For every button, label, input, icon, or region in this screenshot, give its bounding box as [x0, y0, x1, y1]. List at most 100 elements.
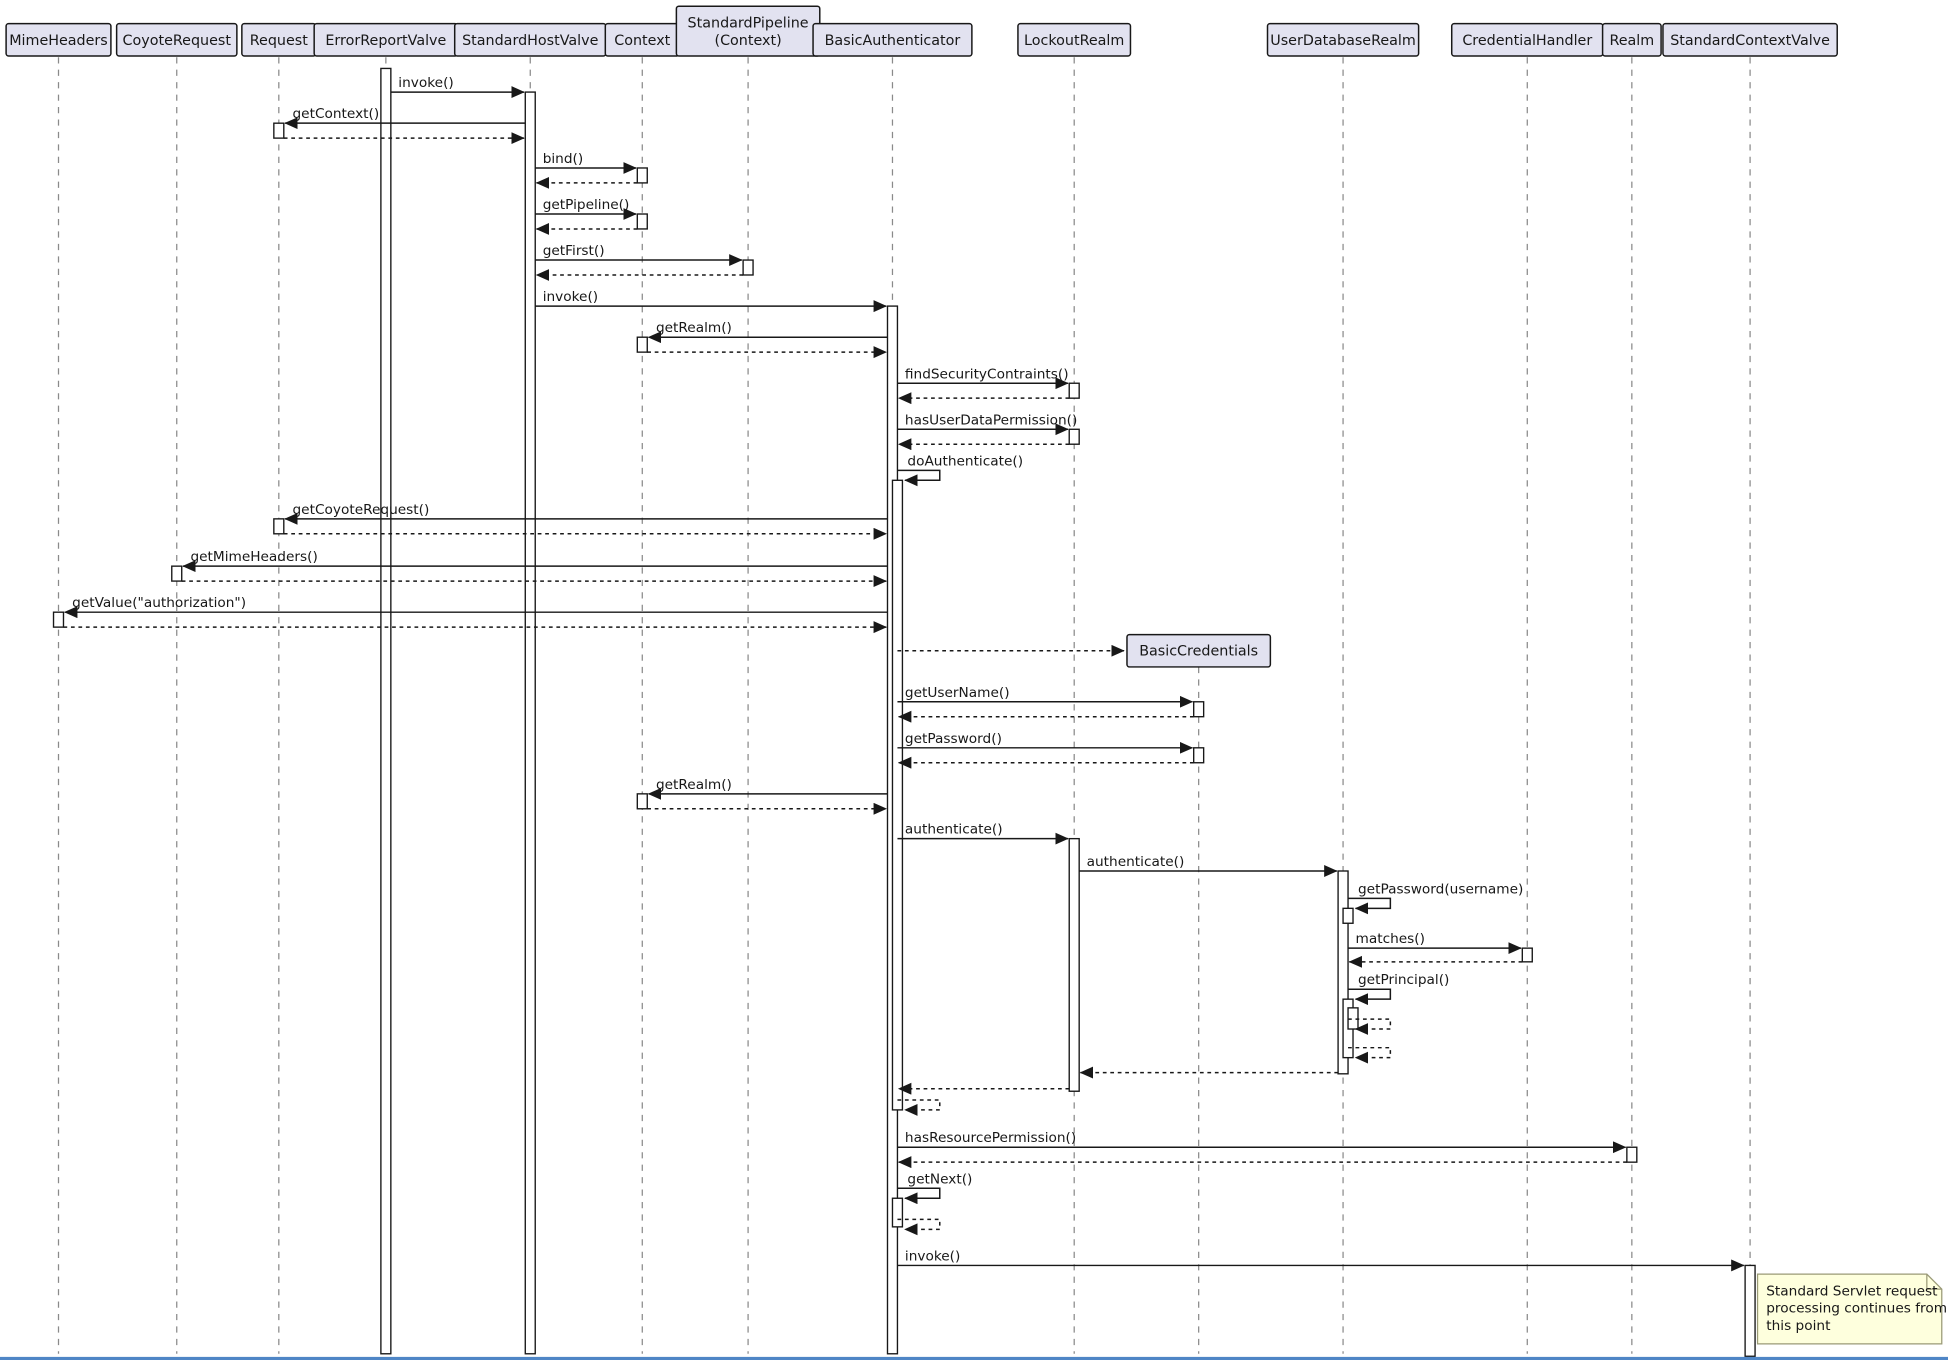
self-return-arrow: [1348, 1018, 1392, 1035]
message-getpassword-username: getPassword(username): [1348, 881, 1523, 915]
participant-label: StandardContextValve: [1670, 33, 1830, 49]
participant-CoyoteRequest: CoyoteRequest: [115, 22, 238, 57]
activation-bar-CoyoteRequest: [171, 565, 183, 582]
participant-label: BasicAuthenticator: [825, 33, 961, 49]
activation-bar-BasicCredentials: [1193, 747, 1205, 764]
participant-label: MimeHeaders: [9, 33, 108, 49]
activation-bar-Realm: [1626, 1146, 1638, 1163]
self-call-arrow: [1348, 897, 1392, 915]
participant-ErrorReportValve: ErrorReportValve: [313, 22, 459, 57]
self-return-arrow: [897, 1218, 941, 1236]
activation-bar-ErrorReportValve: [380, 67, 392, 1355]
activation-bar-Request: [273, 518, 285, 535]
message-label: invoke(): [398, 75, 453, 91]
message-getpipeline: getPipeline(): [535, 197, 637, 220]
message-label: hasResourcePermission(): [905, 1130, 1076, 1146]
message-label: hasUserDataPermission(): [905, 412, 1077, 428]
participant-label: UserDatabaseRealm: [1270, 33, 1416, 49]
participant-BasicAuthenticator-box: [812, 22, 973, 57]
participant-LockoutRealm-box: [1017, 22, 1132, 57]
message-self_return: [1348, 1046, 1392, 1064]
self-return-arrow: [897, 1099, 941, 1116]
participant-label: StandardPipeline: [688, 15, 809, 31]
message-label: authenticate(): [905, 822, 1003, 838]
message-label: bind(): [543, 151, 584, 167]
participant-Realm: Realm: [1601, 22, 1662, 57]
participant-UserDatabaseRealm-box: [1266, 22, 1420, 57]
message-label: getPrincipal(): [1358, 972, 1449, 988]
participant-MimeHeaders: MimeHeaders: [5, 22, 112, 57]
participant-label: Realm: [1609, 33, 1654, 49]
message-label: getCoyoteRequest(): [293, 502, 430, 518]
message-self_return: [897, 1218, 941, 1236]
message-getusername: getUserName(): [897, 685, 1194, 708]
participant-StandardPipeline: StandardPipeline (Context): [675, 5, 821, 57]
note-text: Standard Servlet request: [1766, 1283, 1938, 1299]
activation-bar-MimeHeaders: [52, 611, 65, 628]
message-label: getPassword(): [905, 731, 1002, 747]
activation-bar-Context: [636, 213, 648, 230]
activation-bar-UserDatabaseRealm: [1337, 870, 1349, 1075]
participant-MimeHeaders-box: [5, 22, 112, 57]
note-text: this point: [1766, 1318, 1831, 1334]
message-getpassword: getPassword(): [897, 731, 1194, 754]
participant-UserDatabaseRealm: UserDatabaseRealm: [1266, 22, 1420, 57]
activation-bar-BasicCredentials: [1193, 701, 1205, 718]
message-label: getPassword(username): [1358, 881, 1523, 897]
participant-label: CoyoteRequest: [123, 33, 232, 49]
message-label: invoke(): [905, 1248, 960, 1264]
activation-bar-LockoutRealm: [1068, 382, 1080, 399]
self-call-arrow: [897, 1187, 941, 1205]
message-label: getMimeHeaders(): [190, 549, 317, 565]
message-getrealm: getRealm(): [647, 777, 888, 800]
participant-Context: Context: [604, 22, 680, 57]
self-call-arrow: [1348, 988, 1392, 1006]
message-getnext: getNext(): [897, 1171, 972, 1205]
activation-bar-StandardContextValve: [1744, 1264, 1756, 1357]
activation-bar-StandardPipeline: [742, 259, 754, 276]
participant-Request: Request: [241, 22, 317, 57]
message-label: getFirst(): [543, 243, 605, 259]
participant-CredentialHandler: CredentialHandler: [1450, 22, 1604, 57]
participant-Realm-box: [1601, 22, 1662, 57]
message-label: getRealm(): [656, 777, 732, 793]
message-matches: matches(): [1348, 931, 1522, 955]
self-return-arrow: [1348, 1046, 1392, 1064]
message-label: doAuthenticate(): [907, 453, 1023, 469]
bottom-edge: [0, 1356, 1948, 1360]
activation-bar-UserDatabaseRealm: [1342, 907, 1354, 924]
message-label: getPipeline(): [543, 197, 630, 213]
self-call-arrow: [897, 469, 941, 487]
message-doauthenticate: doAuthenticate(): [897, 453, 1023, 487]
message-label: getValue("authorization"): [72, 595, 246, 611]
message-authenticate: authenticate(): [897, 822, 1069, 845]
activation-bar-Request: [273, 122, 285, 139]
message-label: authenticate(): [1087, 854, 1185, 870]
message-hasresourcepermission: hasResourcePermission(): [897, 1130, 1627, 1154]
message-getcontext: getContext(): [284, 106, 526, 130]
participant-label: (Context): [714, 33, 781, 49]
message-label: matches(): [1356, 931, 1425, 947]
participant-label: Request: [250, 33, 308, 49]
message-getprincipal: getPrincipal(): [1348, 972, 1449, 1006]
message-invoke: invoke(): [897, 1248, 1745, 1272]
participant-StandardContextValve: StandardContextValve: [1662, 22, 1838, 57]
message-hasuserdatapermission: hasUserDataPermission(): [897, 412, 1077, 436]
message-label: findSecurityContraints(): [905, 366, 1069, 382]
message-getrealm: getRealm(): [647, 320, 888, 344]
participant-BasicCredentials-box: [1126, 633, 1272, 668]
participant-label: CredentialHandler: [1462, 33, 1592, 49]
participant-BasicCredentials: BasicCredentials: [1126, 633, 1272, 668]
message-self_return: [1348, 1018, 1392, 1035]
message-getfirst: getFirst(): [535, 243, 743, 267]
participant-StandardContextValve-box: [1662, 22, 1838, 57]
participant-label: Context: [614, 33, 670, 49]
message-getcoyoterequest: getCoyoteRequest(): [284, 502, 888, 525]
activation-bar-Context: [636, 793, 648, 810]
participant-label: LockoutRealm: [1024, 33, 1124, 49]
note-fold-icon: [1926, 1274, 1942, 1290]
message-getvalue-authorization: getValue("authorization"): [63, 595, 888, 619]
message-invoke: invoke(): [535, 289, 887, 313]
